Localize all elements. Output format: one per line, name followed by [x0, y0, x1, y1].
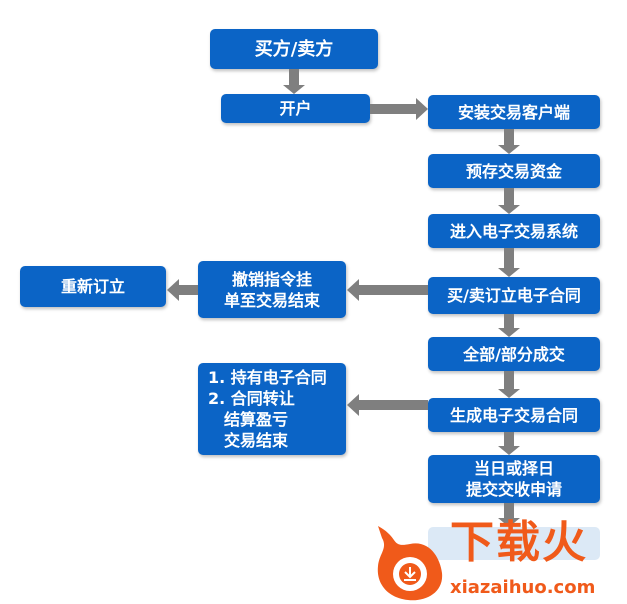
- node-deal: 全部/部分成交: [428, 337, 600, 371]
- node-buyer-seller: 买方/卖方: [210, 29, 378, 69]
- node-label: 开户: [279, 99, 312, 118]
- node-enter-system: 进入电子交易系统: [428, 214, 600, 248]
- node-install-client: 安装交易客户端: [428, 95, 600, 129]
- watermark-url: xiazaihuo.com: [450, 577, 596, 598]
- flame-logo-icon: [377, 526, 443, 601]
- node-label: 全部/部分成交: [463, 344, 565, 364]
- node-hold-contract: 1. 持有电子合同 2. 合同转让 结算盈亏 交易结束: [198, 363, 346, 455]
- node-label: 当日或择日: [473, 459, 554, 478]
- node-open-account: 开户: [221, 94, 370, 123]
- node-label: 买/卖订立电子合同: [447, 286, 581, 305]
- node-label: 单至交易结束: [223, 290, 320, 310]
- node-sign-contract: 买/卖订立电子合同: [428, 277, 600, 314]
- node-label: 重新订立: [60, 277, 125, 296]
- node-label: 交易结束: [224, 431, 289, 450]
- watermark-title: 下载火: [450, 517, 588, 568]
- node-deposit-funds: 预存交易资金: [428, 154, 600, 188]
- node-label: 进入电子交易系统: [449, 221, 578, 241]
- node-label: 撤销指令挂: [231, 269, 312, 289]
- node-label: 2. 合同转让: [208, 389, 295, 408]
- node-cancel-order: 撤销指令挂 单至交易结束: [198, 261, 346, 318]
- node-label: 提交交收申请: [465, 480, 562, 499]
- node-generate-contract: 生成电子交易合同: [428, 398, 600, 432]
- node-label: 买方/卖方: [254, 38, 334, 60]
- node-delivery-request: 当日或择日 提交交收申请: [428, 455, 600, 503]
- node-label: 结算盈亏: [224, 410, 289, 429]
- node-label: 1. 持有电子合同: [208, 368, 327, 387]
- node-label: 安装交易客户端: [457, 102, 570, 122]
- watermark-logo: 下载火 xiazaihuo.com: [370, 518, 627, 604]
- node-label: 预存交易资金: [465, 161, 562, 181]
- node-re-sign: 重新订立: [20, 266, 166, 307]
- node-label: 生成电子交易合同: [449, 405, 578, 425]
- node-faded: [428, 527, 600, 560]
